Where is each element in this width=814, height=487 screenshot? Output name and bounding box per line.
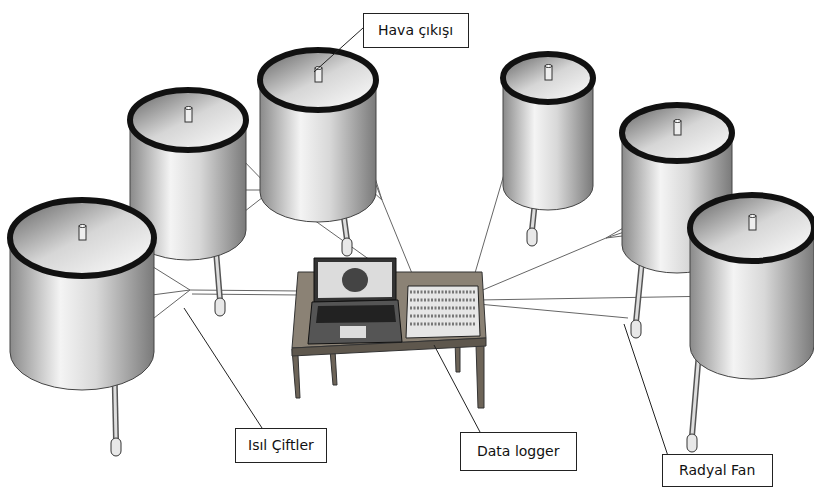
callout-box: Isıl Çiftler [235, 428, 327, 463]
callout-label: Data logger [477, 443, 560, 460]
terminal-row [410, 299, 476, 302]
terminal-row [410, 315, 476, 318]
logger-terminals [410, 292, 476, 324]
table-leg [330, 350, 337, 385]
tank [503, 54, 593, 246]
air-outlet [79, 225, 86, 228]
radial-fan [631, 320, 641, 338]
leader-line [184, 308, 262, 428]
logger-body [406, 286, 480, 338]
screen-image [342, 268, 368, 292]
air-outlet [79, 226, 86, 240]
tank-rim [10, 200, 154, 276]
laptop [308, 258, 402, 344]
thermocouple-wire [478, 296, 720, 300]
thermocouple-wire [150, 265, 190, 290]
thermocouple-wire [478, 238, 606, 292]
table-leg [476, 345, 484, 408]
callout-label: Isıl Çiftler [248, 437, 314, 454]
terminal-row [410, 323, 476, 326]
air-outlet [185, 108, 192, 122]
leader-line [434, 345, 480, 432]
air-outlet [674, 120, 681, 123]
air-outlet [749, 216, 756, 230]
keyboard [316, 305, 396, 323]
tank-rim [622, 105, 732, 161]
callout-label: Radyal Fan [679, 462, 756, 479]
laptop-screen [314, 258, 396, 302]
callout-box: Hava çıkışı [363, 13, 469, 48]
terminal-row [410, 307, 476, 310]
tank-rim [260, 50, 376, 110]
tank [10, 200, 154, 456]
data-logger [406, 286, 480, 338]
air-outlet [749, 215, 756, 218]
touchpad [340, 326, 366, 338]
air-outlet [545, 66, 552, 80]
radial-fan [342, 238, 352, 256]
radial-fan [111, 438, 121, 456]
radial-fan [215, 298, 225, 316]
tank [260, 50, 376, 256]
laptop-display [318, 262, 392, 298]
air-outlet [674, 121, 681, 135]
tank-rim [130, 90, 246, 150]
tank-rim [690, 195, 814, 261]
leader-line [314, 28, 363, 72]
callout-box: Radyal Fan [662, 454, 773, 487]
radial-fan [687, 434, 697, 452]
laptop-base [308, 300, 402, 344]
callout-label: Hava çıkışı [378, 22, 454, 39]
callout-box: Data logger [460, 432, 577, 471]
tank [687, 195, 814, 452]
fan-cable [478, 304, 628, 318]
leader-line [624, 324, 668, 456]
terminal-row [410, 291, 476, 294]
tanks [10, 50, 814, 456]
tank-rim [503, 54, 593, 102]
air-outlet [545, 65, 552, 68]
air-outlet [185, 107, 192, 110]
radial-fan [527, 228, 537, 246]
